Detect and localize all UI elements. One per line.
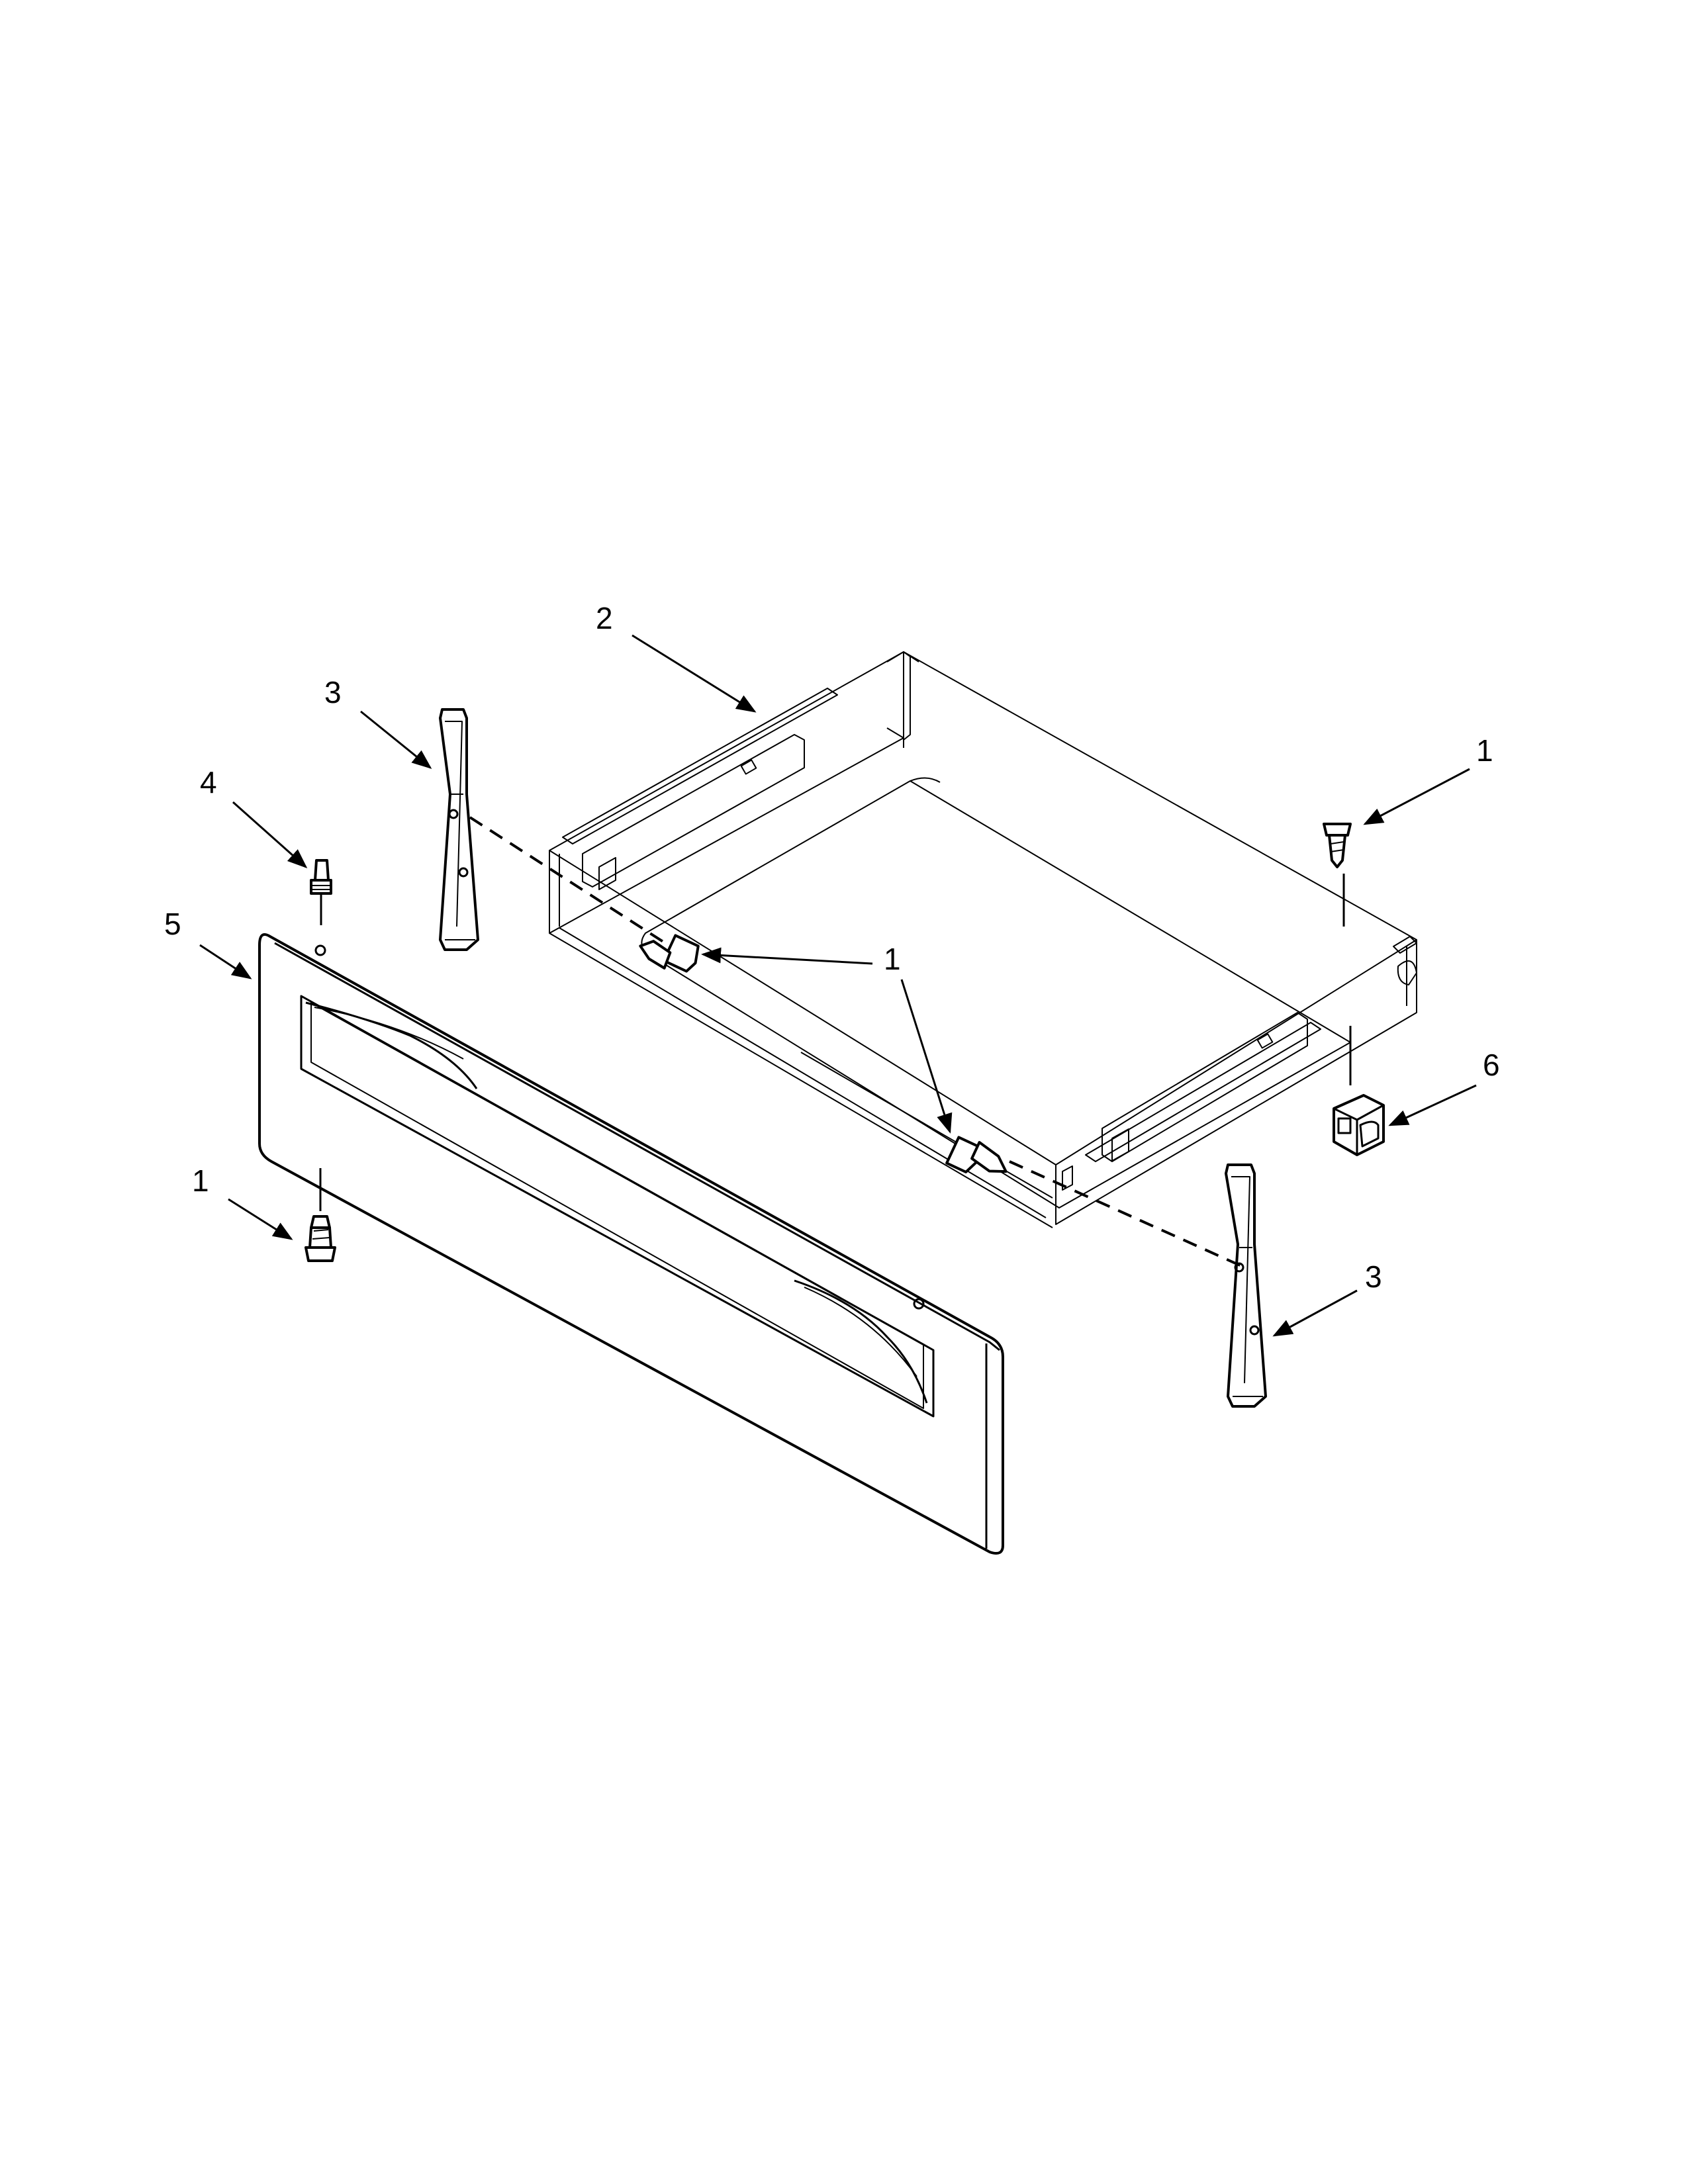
drawer-body-part[interactable] xyxy=(549,651,1417,1228)
stud-part[interactable] xyxy=(310,859,332,895)
callout-part-1-top-right: 1 xyxy=(1363,733,1493,825)
callout-part-5: 5 xyxy=(164,907,252,979)
callout-label-4: 4 xyxy=(200,765,217,799)
slide-bracket-left-part[interactable] xyxy=(439,708,479,951)
callout-part-2: 2 xyxy=(596,601,757,713)
callout-part-3-right: 3 xyxy=(1272,1259,1382,1337)
callout-label-5: 5 xyxy=(164,907,181,941)
callout-label-1: 1 xyxy=(1476,733,1493,768)
callout-part-1-center: 1 xyxy=(701,942,953,1134)
callout-label-6: 6 xyxy=(1483,1048,1500,1082)
callout-part-4: 4 xyxy=(200,765,308,868)
callout-label-1: 1 xyxy=(192,1163,209,1198)
callout-label-3: 3 xyxy=(1365,1259,1382,1294)
assembly-lines xyxy=(319,816,1352,1269)
clip-part[interactable] xyxy=(1333,1094,1385,1156)
screw-bottom-left-part[interactable] xyxy=(305,1215,336,1262)
callout-part-6: 6 xyxy=(1388,1048,1500,1126)
callout-label-3: 3 xyxy=(324,675,342,709)
screw-center-right-part[interactable] xyxy=(945,1136,1012,1177)
callout-part-1-bottom-left: 1 xyxy=(192,1163,293,1240)
callout-part-3-left: 3 xyxy=(324,675,432,769)
screw-center-left-part[interactable] xyxy=(636,934,702,973)
callout-label-1: 1 xyxy=(884,942,901,976)
drawer-front-panel-part[interactable] xyxy=(258,933,1004,1555)
callout-label-2: 2 xyxy=(596,601,613,635)
screw-top-right-part[interactable] xyxy=(1323,823,1352,868)
slide-bracket-right-part[interactable] xyxy=(1225,1163,1267,1408)
